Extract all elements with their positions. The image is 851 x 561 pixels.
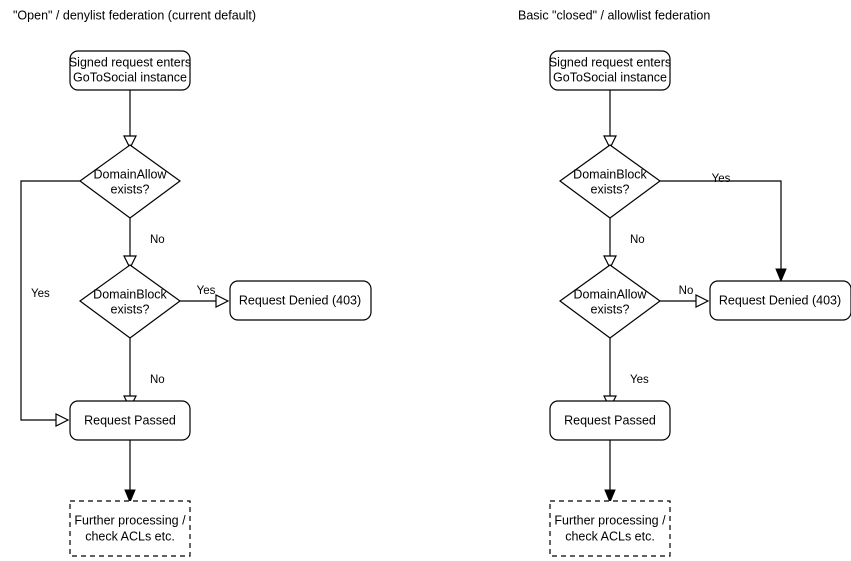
left-edge-block-yes: Yes [180, 285, 230, 308]
arrowhead-open-icon [603, 135, 617, 150]
left-domainblock-label-line1: DomainBlock [93, 287, 167, 301]
right-edge-block-no: No [603, 218, 645, 270]
left-label-allow-no: No [150, 234, 165, 246]
right-request-denied-box [709, 280, 851, 321]
left-decision-domainblock: DomainBlock exists? [78, 264, 182, 339]
left-edge-passed-to-further [124, 440, 136, 504]
right-edge-allow-no: No [660, 285, 710, 308]
right-decision-domainblock: DomainBlock exists? [558, 144, 662, 219]
right-request-denied-label: Request Denied (403) [719, 293, 841, 307]
right-request-passed-node: Request Passed [549, 400, 671, 441]
right-label-block-yes: Yes [712, 173, 731, 185]
left-request-denied-box [229, 280, 372, 321]
left-decision-domainallow: DomainAllow exists? [78, 144, 182, 219]
arrowhead-open-icon [123, 135, 137, 150]
right-edge-allow-yes: Yes [603, 338, 649, 410]
right-further-processing-box [549, 500, 671, 557]
arrowhead-filled-icon [124, 489, 136, 504]
left-edge-entry-to-allow [123, 90, 137, 150]
right-label-allow-yes: Yes [630, 374, 649, 386]
arrowhead-filled-icon [604, 489, 616, 504]
right-domainallow-label-line1: DomainAllow [574, 287, 648, 301]
left-further-processing-node: Further processing / check ACLs etc. [69, 500, 191, 557]
arrowhead-open-icon [123, 255, 137, 270]
arrowhead-filled-icon [775, 268, 787, 283]
right-edge-entry-to-block [603, 90, 617, 150]
right-edge-block-yes: Yes [660, 173, 787, 283]
left-domainallow-label-line1: DomainAllow [94, 167, 168, 181]
right-label-block-no: No [630, 234, 645, 246]
arrowhead-open-icon [215, 294, 230, 308]
right-decision-domainallow: DomainAllow exists? [558, 264, 662, 339]
right-domainallow-label-line2: exists? [591, 302, 630, 316]
left-request-passed-label: Request Passed [84, 413, 176, 427]
left-edge-block-no: No [123, 338, 165, 410]
arrowhead-open-icon [695, 294, 710, 308]
left-domainblock-label-line2: exists? [111, 302, 150, 316]
left-further-processing-label-line1: Further processing / [74, 513, 186, 527]
right-request-passed-label: Request Passed [564, 413, 656, 427]
left-label-block-yes: Yes [197, 285, 216, 297]
arrowhead-open-icon [603, 255, 617, 270]
arrowhead-open-icon [55, 413, 70, 427]
left-further-processing-label-line2: check ACLs etc. [85, 529, 175, 543]
left-request-denied-label: Request Denied (403) [239, 293, 361, 307]
left-entry-label-line1: Signed request enters [69, 55, 191, 69]
left-label-allow-yes: Yes [31, 288, 50, 300]
right-entry-label-line2: GoToSocial instance [553, 70, 667, 84]
left-edge-allow-yes: Yes [20, 180, 80, 427]
left-column-title: "Open" / denylist federation (current de… [13, 8, 256, 22]
right-domainblock-label-line1: DomainBlock [573, 167, 647, 181]
right-label-allow-no: No [679, 285, 694, 297]
left-entry-node: Signed request enters GoToSocial instanc… [69, 50, 191, 91]
left-further-processing-box [69, 500, 191, 557]
right-entry-label-line1: Signed request enters [549, 55, 671, 69]
left-request-passed-node: Request Passed [69, 400, 191, 441]
left-request-denied-node: Request Denied (403) [229, 280, 372, 321]
right-column-title: Basic "closed" / allowlist federation [518, 8, 710, 22]
left-domainallow-label-line2: exists? [111, 182, 150, 196]
right-entry-node: Signed request enters GoToSocial instanc… [549, 50, 671, 91]
right-request-denied-node: Request Denied (403) [709, 280, 851, 321]
right-further-processing-node: Further processing / check ACLs etc. [549, 500, 671, 557]
right-further-processing-label-line1: Further processing / [554, 513, 666, 527]
right-edge-passed-to-further [604, 440, 616, 504]
right-domainblock-label-line2: exists? [591, 182, 630, 196]
right-further-processing-label-line2: check ACLs etc. [565, 529, 655, 543]
left-label-block-no: No [150, 374, 165, 386]
left-edge-allow-no: No [123, 218, 165, 270]
left-entry-label-line2: GoToSocial instance [73, 70, 187, 84]
